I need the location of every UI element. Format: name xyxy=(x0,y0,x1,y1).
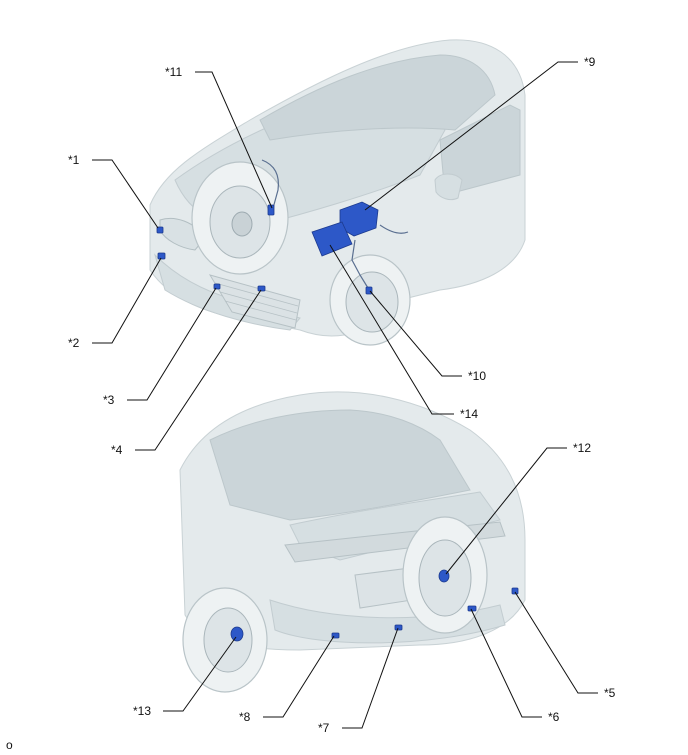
part-14-control-unit xyxy=(311,221,353,257)
leader-6 xyxy=(470,608,542,718)
leader-lines xyxy=(92,61,598,729)
callout-8: *8 xyxy=(239,710,251,724)
part-1-marker xyxy=(156,226,164,234)
part-2-marker xyxy=(157,252,166,260)
callout-1: *1 xyxy=(68,153,80,167)
part-4-marker xyxy=(257,285,266,292)
front-right-speed-sensor-wire xyxy=(351,239,369,289)
leader-14 xyxy=(329,244,454,415)
front-left-hub xyxy=(231,211,253,237)
leader-11 xyxy=(195,71,273,209)
callout-10: *10 xyxy=(468,369,486,383)
rear-vehicle-illustration xyxy=(179,391,526,693)
front-grille-slats xyxy=(214,282,299,321)
callout-4: *4 xyxy=(111,443,123,457)
leader-3 xyxy=(127,287,217,401)
callout-6: *6 xyxy=(548,710,560,724)
callout-7: *7 xyxy=(318,721,330,735)
part-5-marker xyxy=(511,587,519,595)
callout-14: *14 xyxy=(460,407,478,421)
callout-5: *5 xyxy=(604,686,616,700)
front-left-speed-sensor-wire xyxy=(261,159,280,213)
leader-2 xyxy=(92,257,162,344)
rear-window xyxy=(209,409,471,521)
part-7-marker xyxy=(394,624,403,631)
rear-left-rim xyxy=(203,607,253,673)
part-13-marker xyxy=(230,626,244,642)
callout-3: *3 xyxy=(103,393,115,407)
callout-2: *2 xyxy=(68,336,80,350)
front-vehicle-illustration xyxy=(149,39,526,346)
callout-12: *12 xyxy=(573,441,591,455)
front-side-mirror xyxy=(434,173,463,201)
actuator-wire xyxy=(379,224,409,234)
leader-7 xyxy=(342,627,399,729)
leader-13 xyxy=(163,636,237,712)
callout-9: *9 xyxy=(584,55,596,69)
footer-code: o xyxy=(6,738,13,752)
leader-10 xyxy=(369,290,462,377)
part-3-marker xyxy=(213,283,221,290)
front-right-rim xyxy=(345,271,399,333)
leader-1 xyxy=(92,159,159,229)
callout-13: *13 xyxy=(133,704,151,718)
leader-5 xyxy=(514,591,598,694)
front-windshield xyxy=(259,54,496,141)
leader-4 xyxy=(135,289,262,451)
callout-labels: *1 *2 *3 *4 *5 *6 *7 *8 *9 *10 *11 *12 *… xyxy=(6,55,616,752)
leader-8 xyxy=(263,635,335,718)
leader-12 xyxy=(445,447,567,575)
leader-9 xyxy=(364,61,578,211)
callout-11: *11 xyxy=(165,65,182,79)
